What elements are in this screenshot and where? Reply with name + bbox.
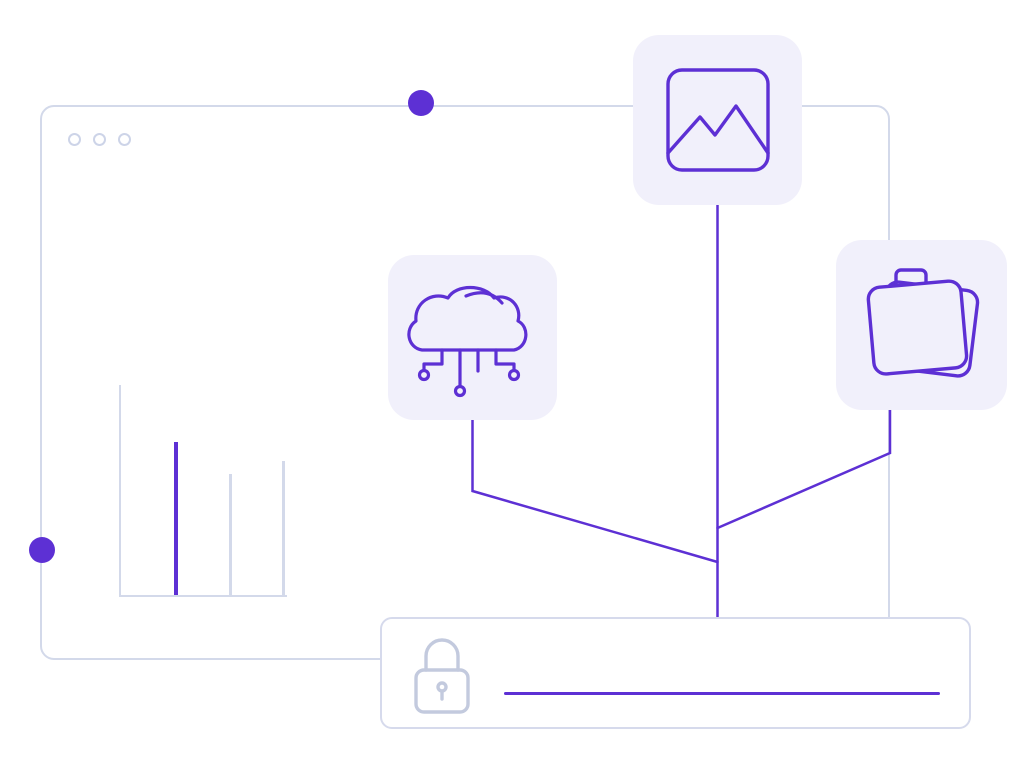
window-control-dot xyxy=(93,133,106,146)
password-bar xyxy=(380,617,971,729)
circuit-line xyxy=(422,348,444,372)
folder-front-panel xyxy=(866,279,969,376)
folder-tab xyxy=(894,268,928,287)
circuit-node xyxy=(453,384,467,398)
password-line xyxy=(504,692,940,695)
image-icon xyxy=(666,68,770,172)
lock-icon xyxy=(414,638,470,714)
chart-bar xyxy=(174,442,178,595)
image-card xyxy=(633,35,802,205)
window-control-dot xyxy=(68,133,81,146)
chart-bar xyxy=(282,461,285,595)
window-control-dot xyxy=(118,133,131,146)
cloud-card xyxy=(388,255,557,420)
lock-shackle xyxy=(424,638,460,672)
mountains-shape xyxy=(666,104,770,155)
image-frame xyxy=(666,68,770,172)
accent-dot-left xyxy=(29,537,55,563)
folder-icon xyxy=(866,268,980,378)
bar-chart xyxy=(119,385,287,597)
cloud-circuit-icon xyxy=(407,285,528,398)
folder-card xyxy=(836,240,1007,410)
cloud-inner-arc xyxy=(464,291,504,305)
chart-bar xyxy=(229,474,232,595)
circuit-node xyxy=(507,368,521,382)
accent-dot-top xyxy=(408,90,434,116)
circuit-line xyxy=(494,348,516,372)
cloud-outline xyxy=(407,285,528,352)
window-controls xyxy=(68,133,131,146)
circuit-node xyxy=(417,368,431,382)
lock-body xyxy=(414,668,470,714)
